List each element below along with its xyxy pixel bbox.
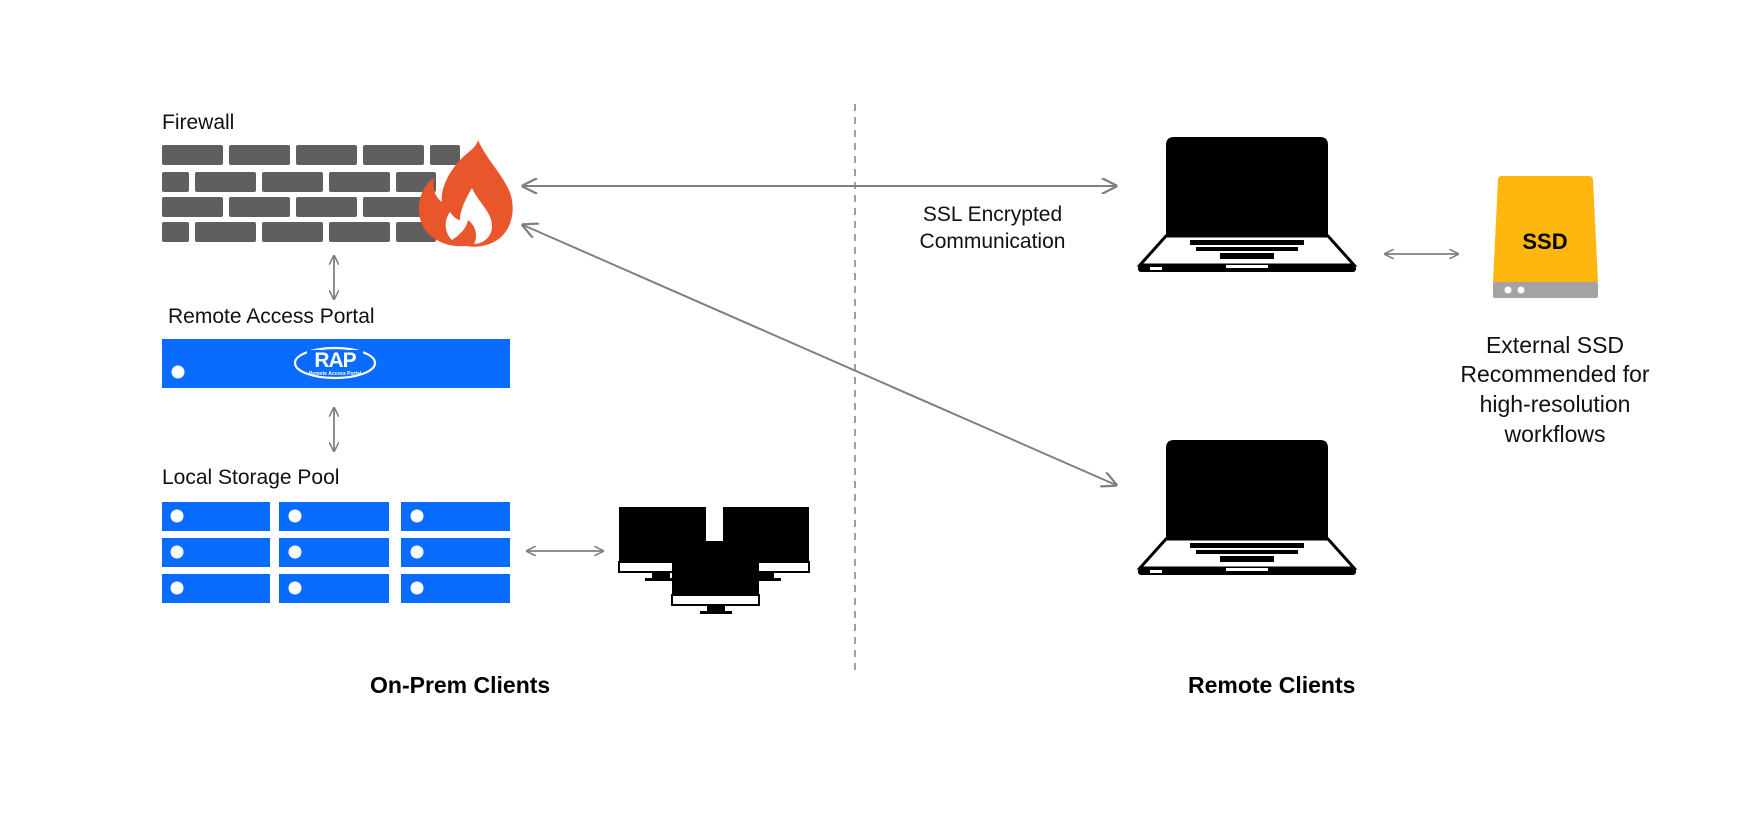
desktop-monitor-icon (618, 507, 707, 581)
storage-pool-icon (162, 502, 510, 603)
ssd-badge-text: SSD (1522, 229, 1568, 254)
portal-label: Remote Access Portal (168, 305, 375, 328)
server-rack-icon (162, 339, 510, 388)
remote-title: Remote Clients (1188, 672, 1356, 698)
on-prem-title: On-Prem Clients (370, 672, 551, 698)
ssd-note-line3: high-resolution (1479, 391, 1631, 417)
storage-label: Local Storage Pool (162, 466, 340, 489)
ssl-label-line1: SSL Encrypted (922, 203, 1063, 226)
firewall-bricks-icon (162, 145, 460, 242)
laptop-icon (1136, 440, 1358, 575)
ssd-note-line2: Recommended for (1460, 361, 1650, 387)
firewall-label: Firewall (162, 111, 235, 134)
desktop-monitor-icon (671, 541, 760, 614)
ssd-drive-icon (1493, 176, 1598, 298)
flame-icon (418, 140, 513, 247)
ssd-note-line4: workflows (1504, 421, 1606, 447)
laptop-icon (1136, 137, 1358, 272)
ssd-note-line1: External SSD (1485, 332, 1625, 358)
portal-logo-text: RAP (314, 349, 356, 372)
ssl-label-line2: Communication (919, 230, 1066, 253)
portal-logo-subtext: Remote Access Portal (308, 371, 362, 377)
remote-link-arrow (523, 225, 1116, 485)
